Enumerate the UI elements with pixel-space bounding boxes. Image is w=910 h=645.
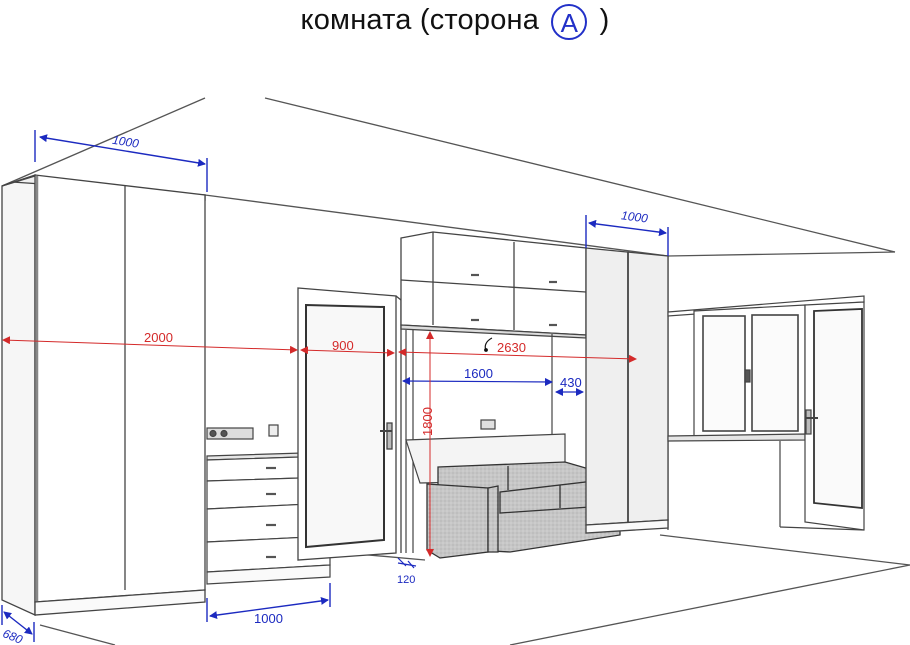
label-niche-height: 1800: [420, 407, 435, 436]
title-suffix: ): [599, 4, 610, 36]
label-left-wardrobe-width: 1000: [111, 133, 140, 151]
right-wardrobe: [585, 247, 669, 534]
socket-block-icon: [206, 427, 254, 440]
window-block: [667, 295, 865, 531]
label-sofa-zone-width: 1600: [464, 366, 493, 381]
label-panel-thickness: 120: [397, 574, 415, 586]
dimension-right-wardrobe-width: [585, 215, 669, 256]
label-wardrobe-depth: 680: [1, 626, 25, 645]
window-handle-icon: [744, 369, 751, 383]
socket-icon: [480, 419, 496, 430]
door-handle-icon: [386, 422, 393, 450]
entry-door: [297, 287, 402, 561]
dimension-dresser-width: [206, 583, 331, 622]
title-prefix: комната (сторона: [300, 4, 540, 36]
left-wardrobe: [1, 174, 206, 617]
label-side-gap: 430: [560, 375, 582, 390]
label-dresser-width: 1000: [254, 611, 283, 626]
dimension-panel-thickness: [397, 557, 417, 569]
label-right-wardrobe-width: 1000: [620, 208, 649, 225]
label-niche-width: 2630: [497, 340, 526, 355]
sofa: [426, 461, 621, 559]
curved-arrow-icon: [484, 337, 493, 352]
dimension-left-wardrobe-width: [34, 130, 208, 192]
upper-cabinets: [400, 231, 587, 339]
dimension-wall-segments: [2, 336, 637, 363]
label-door-width: 900: [332, 338, 354, 353]
balcony-door-handle-icon: [805, 409, 812, 435]
diagram-title: комната (сторона A ): [0, 4, 910, 40]
dimension-wardrobe-depth: [1, 605, 35, 642]
label-wall-left-segment: 2000: [144, 330, 173, 345]
side-badge: A: [551, 4, 588, 40]
switch-icon: [268, 424, 279, 437]
